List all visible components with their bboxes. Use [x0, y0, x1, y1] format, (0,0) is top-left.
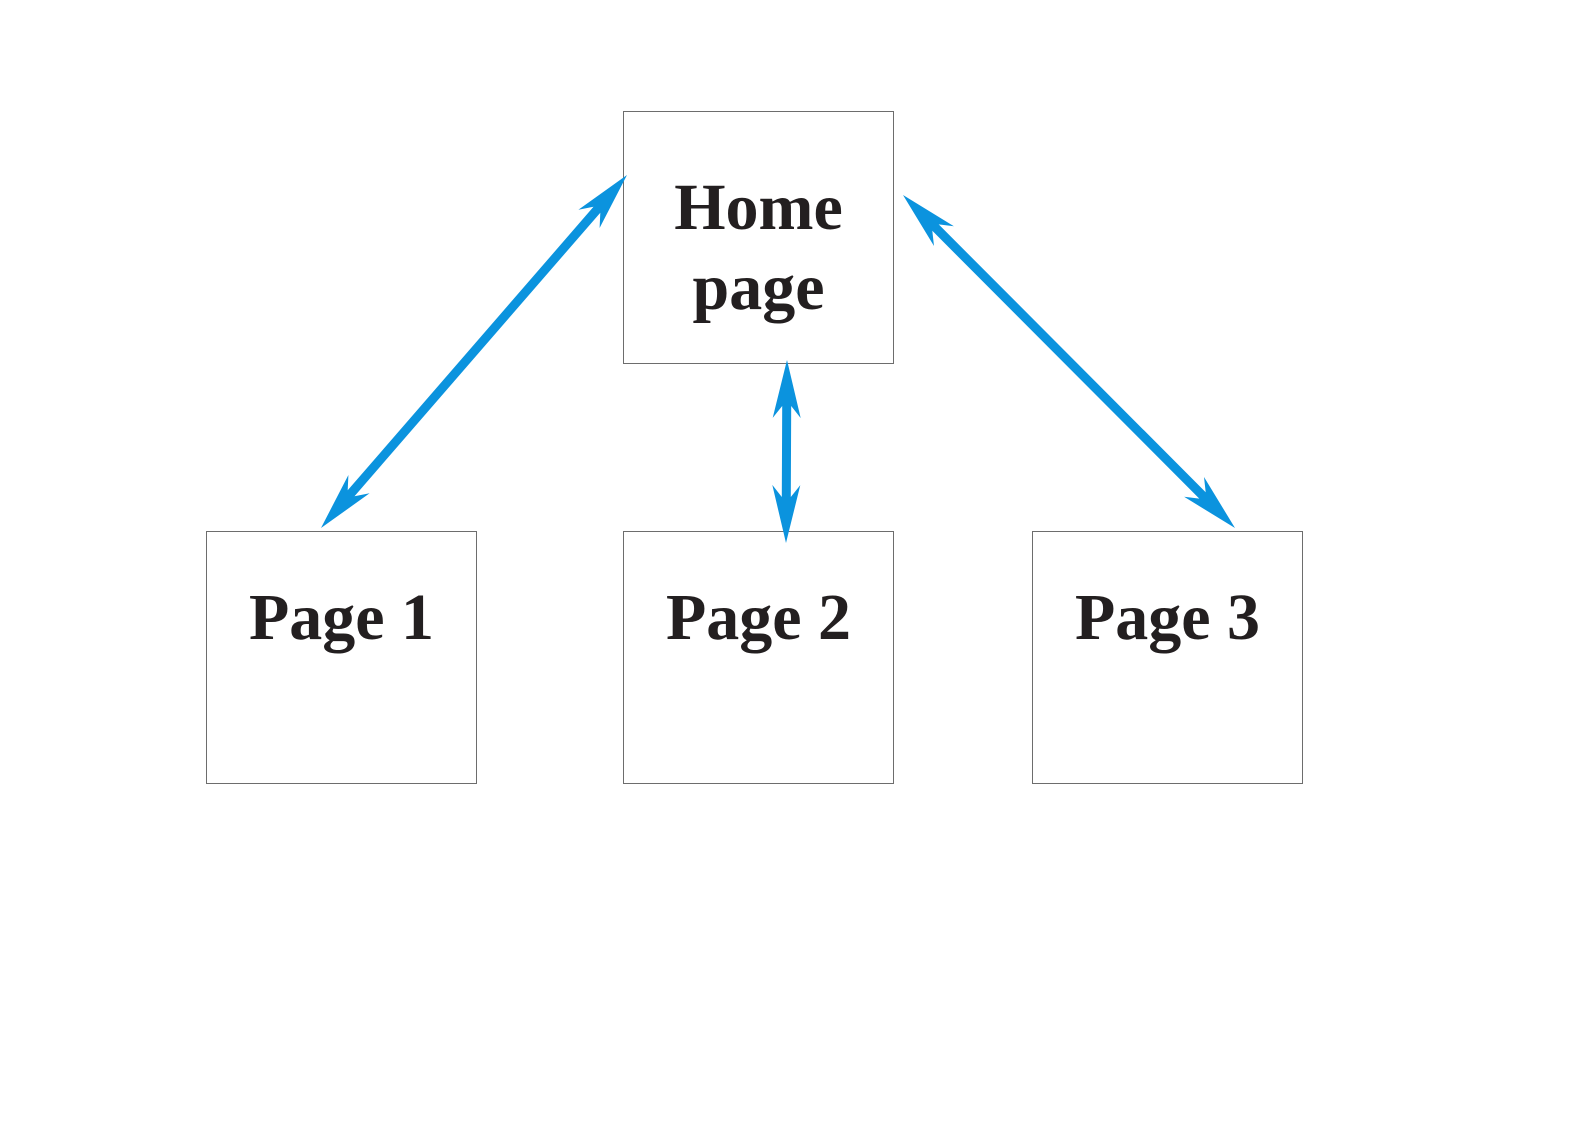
node-page-2-label: Page 2: [665, 581, 852, 654]
node-page-2: Page 2: [623, 531, 894, 784]
edge-home-page-2-arrow: [772, 360, 801, 543]
node-home-page-label: Home page: [674, 171, 843, 324]
edge-home-page-1-arrow: [321, 175, 627, 528]
node-page-3-label: Page 3: [1074, 581, 1261, 654]
node-page-1: Page 1: [206, 531, 477, 784]
node-page-3: Page 3: [1032, 531, 1303, 784]
node-home-page: Home page: [623, 111, 894, 364]
node-page-1-label: Page 1: [248, 581, 435, 654]
edge-home-page-3-arrow: [903, 195, 1235, 528]
